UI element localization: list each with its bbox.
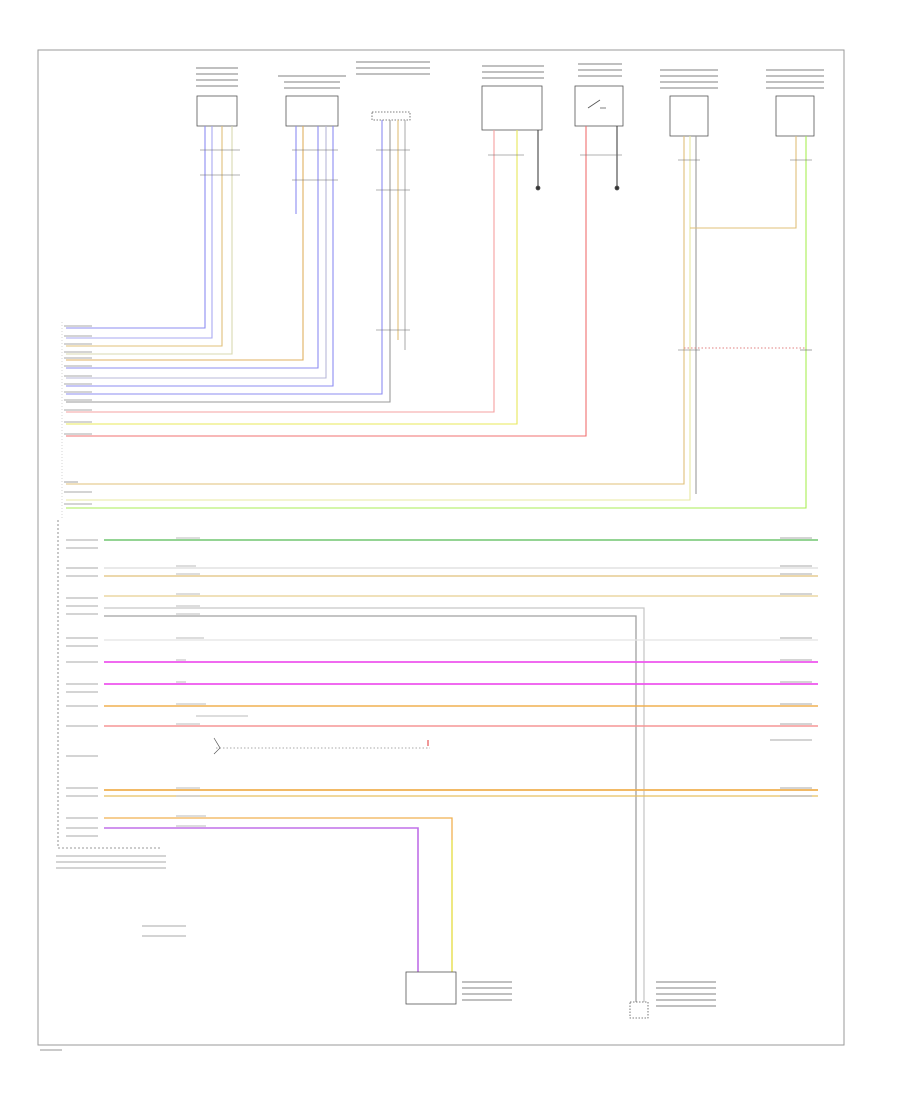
ground-point-1	[535, 185, 541, 191]
wire-blue-4	[66, 126, 319, 369]
splice-symbol	[213, 737, 221, 755]
upper-wire-bundle	[66, 120, 807, 509]
wire-blue-5	[66, 126, 334, 387]
bottom-component-2	[629, 1001, 649, 1019]
top-components	[196, 85, 815, 191]
diagram-border	[37, 49, 845, 1046]
component-2	[285, 95, 339, 127]
wire-lightgreen-1	[66, 136, 807, 509]
wire-violet-drop	[104, 827, 419, 972]
wire-tan-5	[66, 136, 685, 485]
harness-label-marks	[56, 325, 166, 869]
component-6	[669, 95, 709, 137]
wire-blue-6	[66, 120, 383, 395]
bottom-component-1	[405, 971, 457, 1005]
wire-orange-drop	[104, 817, 453, 972]
connector-ticks	[200, 149, 812, 351]
switch-symbol	[587, 99, 606, 109]
lower-wires	[104, 539, 818, 1002]
wire-gray-2	[66, 120, 391, 403]
component-1	[196, 95, 238, 127]
component-5	[574, 85, 624, 127]
wire-blue-2	[66, 126, 213, 339]
wire-red-1	[66, 126, 587, 437]
wire-tan-1	[66, 126, 223, 347]
wire-yellow-2	[66, 136, 691, 501]
notes-marks	[142, 925, 186, 937]
component-4	[481, 85, 543, 131]
right-label-marks	[770, 537, 812, 797]
component-3-connector	[371, 111, 411, 121]
wire-yellow-1	[66, 130, 518, 425]
wire-gray-drop-1	[104, 607, 645, 1002]
component-title-marks	[196, 61, 824, 89]
component-7	[775, 95, 815, 137]
module-outline	[57, 520, 160, 849]
wire-gray-drop-2	[104, 615, 637, 1002]
wire-tan-6	[690, 136, 797, 229]
wire-tan-3	[66, 126, 304, 361]
bottom-component-labels	[462, 981, 716, 1007]
wire-tan-2	[66, 126, 233, 355]
wire-pink-1	[66, 130, 495, 413]
ground-point-2	[614, 185, 620, 191]
wire-gray-1	[66, 126, 327, 379]
mid-label-marks	[176, 537, 248, 827]
wire-blue-1	[66, 126, 206, 329]
